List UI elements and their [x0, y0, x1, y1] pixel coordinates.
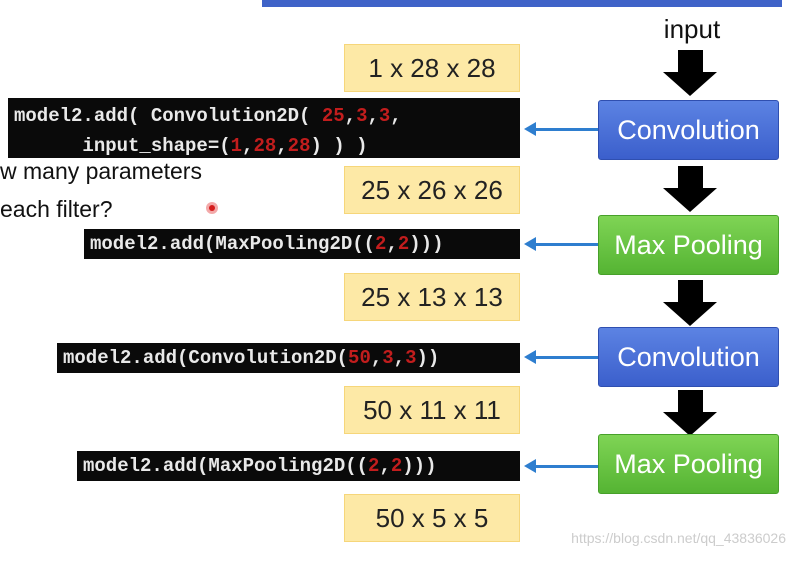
layer-convolution-2: Convolution — [598, 327, 779, 387]
shape-box-1: 1 x 28 x 28 — [344, 44, 520, 92]
down-arrow-icon — [663, 280, 718, 326]
shape-box-4: 50 x 11 x 11 — [344, 386, 520, 434]
layer-convolution-1: Convolution — [598, 100, 779, 160]
left-arrow-icon — [524, 459, 598, 473]
down-arrow-icon — [663, 50, 718, 96]
left-arrow-icon — [524, 350, 598, 364]
code-block-conv1: model2.add( Convolution2D( 25,3,3, input… — [8, 98, 520, 158]
code-block-pool2: model2.add(MaxPooling2D((2,2))) — [77, 451, 520, 481]
question-line-2: each filter? — [0, 196, 113, 222]
shape-box-2: 25 x 26 x 26 — [344, 166, 520, 214]
code-block-conv2: model2.add(Convolution2D(50,3,3)) — [57, 343, 520, 373]
left-arrow-icon — [524, 122, 598, 136]
down-arrow-icon — [663, 390, 718, 436]
left-arrow-icon — [524, 237, 598, 251]
watermark: https://blog.csdn.net/qq_43836026 — [571, 530, 786, 546]
layer-max-pooling-1: Max Pooling — [598, 215, 779, 275]
down-arrow-icon — [663, 166, 718, 212]
shape-box-5: 50 x 5 x 5 — [344, 494, 520, 542]
input-label: input — [663, 14, 721, 44]
code-block-pool1: model2.add(MaxPooling2D((2,2))) — [84, 229, 520, 259]
top-bar — [262, 0, 782, 7]
shape-box-3: 25 x 13 x 13 — [344, 273, 520, 321]
pointer-dot — [206, 202, 218, 214]
layer-max-pooling-2: Max Pooling — [598, 434, 779, 494]
question-line-1: w many parameters — [0, 158, 202, 184]
